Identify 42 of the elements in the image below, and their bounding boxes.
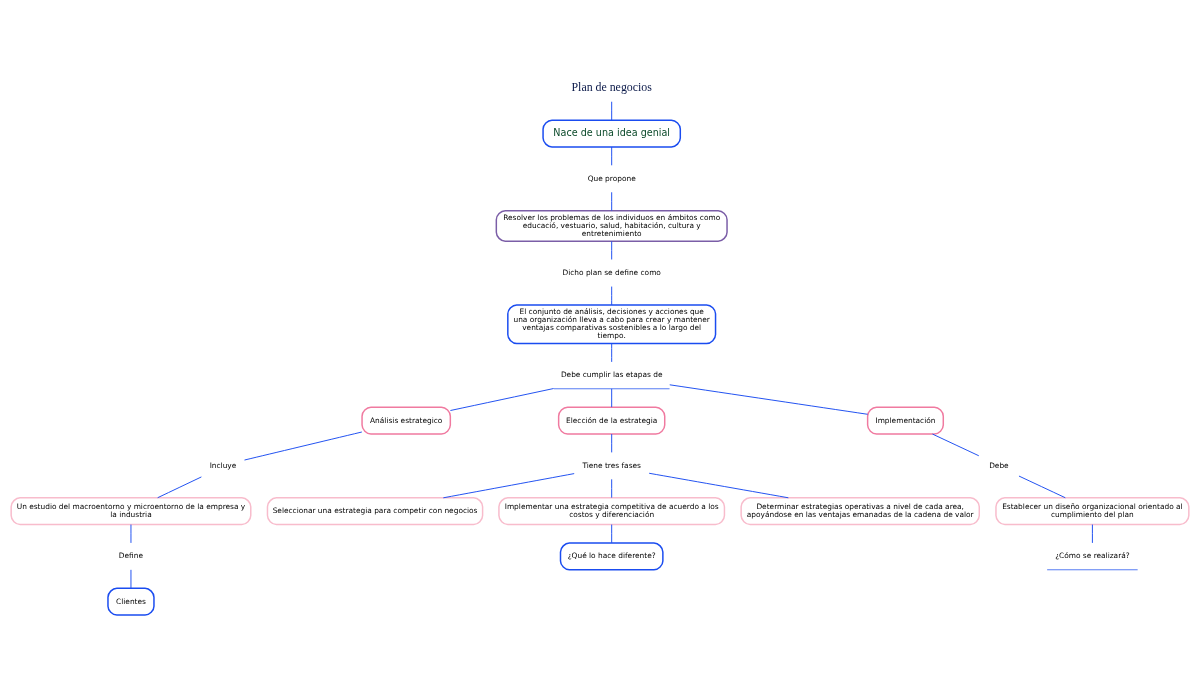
connector bbox=[648, 472, 789, 498]
node-text: Debe cumplir las etapas de bbox=[560, 369, 663, 379]
connector bbox=[442, 472, 575, 498]
node-box: Establecer un diseño organizacional orientado al cumplimiento del plan bbox=[995, 496, 1190, 525]
connector bbox=[611, 191, 613, 211]
connector bbox=[130, 568, 132, 589]
connector bbox=[669, 383, 869, 415]
connector bbox=[611, 240, 613, 260]
node-text: ¿Cómo se realizará? bbox=[1055, 550, 1130, 560]
connector bbox=[611, 387, 613, 408]
node-box: Nace de una idea genial bbox=[542, 119, 682, 148]
connector bbox=[611, 478, 613, 498]
node-text: Debe bbox=[989, 460, 1009, 470]
connector bbox=[932, 433, 980, 456]
node-box: Determinar estrategias operativas a nivel de cada area, apoyándose en las ventajas emanadas de la cadena de valor bbox=[740, 496, 980, 525]
node-text: Dicho plan se define como bbox=[562, 267, 661, 277]
node-text: Incluye bbox=[209, 460, 237, 470]
node-box: ¿Qué lo hace diferente? bbox=[559, 541, 664, 570]
connector bbox=[611, 433, 613, 453]
connector bbox=[611, 523, 613, 543]
node-text: Define bbox=[118, 550, 144, 560]
node-box: Un estudio del macroentorno y microentorno de la empresa y la industria bbox=[10, 496, 252, 525]
node-box: El conjunto de análisis, decisiones y acciones que una organización lleva a cabo para crear y mantener ventajas comparativas sostenibles a lo largo del tiempo. bbox=[507, 303, 717, 344]
connector bbox=[611, 285, 613, 305]
node-box: Seleccionar una estrategia para competir con negocios bbox=[266, 496, 484, 525]
node-box: Implementación bbox=[866, 406, 945, 435]
connector bbox=[244, 431, 363, 461]
connector bbox=[157, 475, 202, 498]
connector bbox=[611, 100, 613, 121]
connector bbox=[1018, 475, 1066, 498]
node-box: Análisis estrategico bbox=[361, 406, 452, 435]
connector bbox=[611, 146, 613, 166]
node-box: Resolver los problemas de los individuos en ámbitos como educació, vestuario, salud, habitación, cultura y entretenimiento bbox=[495, 209, 728, 242]
node-box: Elección de la estrategia bbox=[557, 406, 666, 435]
node-box: Implementar una estrategia competitiva de acuerdo a los costos y diferenciación bbox=[498, 496, 726, 525]
node-text: Tiene tres fases bbox=[582, 460, 641, 470]
node-box: Clientes bbox=[107, 587, 155, 616]
node-text: Plan de negocios bbox=[571, 79, 652, 94]
connector bbox=[611, 342, 613, 362]
connector bbox=[1091, 523, 1093, 543]
node-text: Que propone bbox=[587, 173, 636, 183]
connector bbox=[449, 387, 555, 411]
